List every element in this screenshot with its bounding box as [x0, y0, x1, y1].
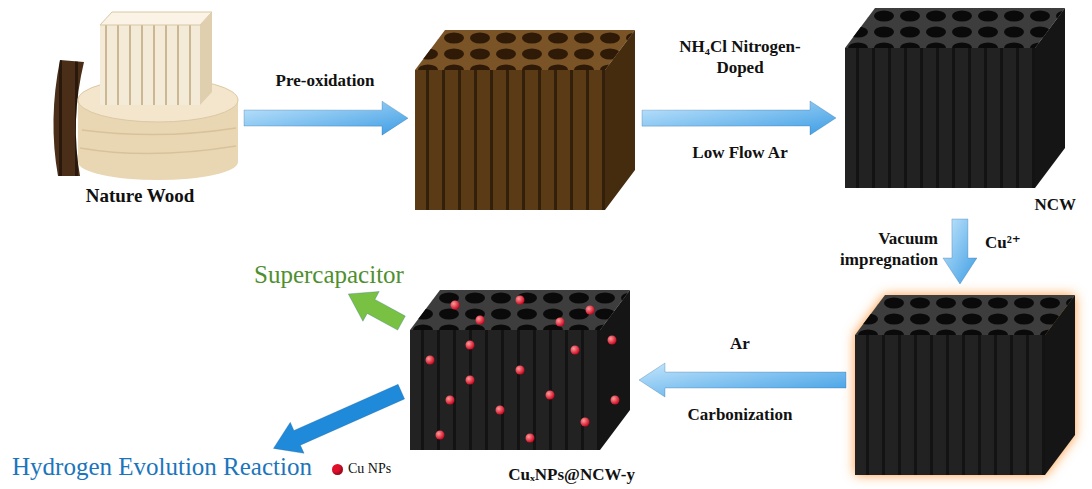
block-grooves [415, 70, 605, 210]
process-arrow [244, 101, 408, 135]
cu-dot [608, 336, 617, 345]
block-grooves [410, 330, 600, 450]
cu-dot [516, 366, 525, 375]
block-front [845, 48, 1035, 188]
cu-nanoparticles [426, 296, 620, 443]
step-label: Vacuum impregnation [820, 228, 938, 271]
sample-name: CuₓNPs@NCW-y [508, 465, 635, 485]
application-label: Supercapacitor [250, 258, 408, 292]
preoxidized-block [415, 30, 635, 210]
application-text: Supercapacitor [254, 260, 404, 290]
cu-dot [526, 434, 535, 443]
ncw-node: NCW [840, 5, 1076, 215]
wood-node: Nature Wood [40, 8, 240, 208]
wood-channels-front [100, 25, 200, 105]
block-pores [855, 295, 1075, 335]
cu-dot [556, 318, 565, 327]
block-side [1045, 295, 1075, 475]
label-text: Carbonization [688, 405, 793, 424]
impregnated-block [855, 295, 1075, 475]
process-arrow [943, 219, 977, 284]
block-top [410, 290, 630, 330]
block-side [605, 30, 635, 210]
wood-illustration [53, 12, 238, 180]
block-top [415, 30, 635, 70]
process-arrow [348, 292, 405, 331]
step-label: NH₄Cl Nitrogen-Doped [665, 36, 815, 79]
cu-dot [426, 356, 435, 365]
preoxidized-node [412, 28, 638, 212]
cu-dot [466, 376, 475, 385]
label-text: NH₄Cl Nitrogen-Doped [679, 37, 800, 77]
process-arrow [639, 363, 846, 397]
block-side [1035, 8, 1065, 188]
block-glow [855, 295, 1075, 475]
cu-dot [586, 306, 595, 315]
wood-channels-side [200, 12, 212, 105]
cu-dot [476, 316, 485, 325]
impregnated-node [850, 288, 1084, 483]
cu-node: CuₓNPs@NCW-y [405, 285, 635, 485]
wood-channels-top [100, 12, 212, 25]
cu-dot [611, 396, 620, 405]
block-side [600, 290, 630, 450]
application-label: Hydrogen Evolution Reaction [8, 450, 316, 484]
cu-dot [546, 391, 555, 400]
cu-dot [496, 406, 505, 415]
block-front [410, 330, 600, 450]
block-top [845, 8, 1065, 48]
block-top [855, 295, 1075, 335]
block-pores [410, 290, 630, 330]
ncw-block [845, 8, 1065, 188]
block-pores [415, 30, 635, 70]
label-text: Ar [730, 334, 750, 353]
cu-dot [571, 346, 580, 355]
block-front [415, 70, 605, 210]
application-text: Hydrogen Evolution Reaction [12, 452, 312, 482]
process-step: Carbonization [660, 404, 820, 425]
sample-name: NCW [1034, 195, 1076, 215]
cu-dot [516, 296, 525, 305]
legend-swatch [332, 464, 343, 475]
cu-dot [451, 301, 460, 310]
cu-dot [446, 396, 455, 405]
legend-entry: Cu NPs [332, 461, 391, 477]
legend-text: Cu NPs [348, 461, 391, 477]
label-text: Low Flow Ar [692, 143, 787, 162]
ion-label: Cu²⁺ [985, 232, 1055, 253]
block-grooves [855, 335, 1045, 475]
cu-dot [581, 418, 590, 427]
label-text: Pre-oxidation [276, 71, 375, 90]
process-arrow [642, 101, 836, 135]
step-label: Ar [700, 333, 780, 354]
cu-dot [436, 431, 445, 440]
wood-grain [80, 128, 236, 154]
label-text: Vacuum impregnation [840, 229, 938, 269]
step-label: Pre-oxidation [250, 70, 400, 91]
block-grooves [845, 48, 1035, 188]
label-text: Cu²⁺ [985, 233, 1021, 252]
block-front [855, 335, 1045, 475]
process-arrow [273, 384, 404, 453]
sample-name: Nature Wood [86, 185, 195, 208]
process-condition: Low Flow Ar [670, 142, 810, 163]
cu-block [410, 290, 630, 450]
cu-dot [466, 341, 475, 350]
block-pores [845, 8, 1065, 48]
